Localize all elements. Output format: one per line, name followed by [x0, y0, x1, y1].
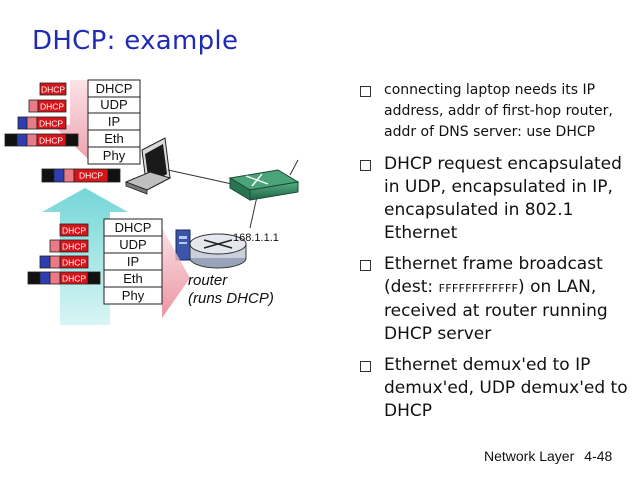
protocol-stack-top: DHCP UDP IP Eth Phy	[87, 79, 141, 165]
bullet-text-post: ) on LAN, received at router running DHC…	[384, 277, 608, 344]
bullet-text: DHCP request encapsulated in UDP, encaps…	[384, 154, 622, 243]
stack-top-phy: Phy	[103, 148, 126, 163]
wire-packet: DHCP	[41, 168, 121, 183]
router-sublabel: (runs DHCP)	[188, 290, 274, 307]
protocol-stack-bottom: DHCP UDP IP Eth Phy	[103, 218, 163, 305]
right-arrow-icon	[162, 228, 190, 318]
stack-bottom-phy: Phy	[122, 288, 145, 303]
footer-chapter: Network Layer	[484, 448, 575, 464]
pkt-top-3: DHCP	[39, 119, 63, 129]
stack-top-eth: Eth	[104, 131, 124, 146]
pkt-top-2: DHCP	[40, 102, 64, 112]
router-label: router	[188, 272, 228, 289]
pkt-bottom-4: DHCP	[62, 274, 86, 284]
laptop-icon	[124, 137, 172, 195]
pkt-bottom-3: DHCP	[62, 258, 86, 268]
footer-page-number: 4-48	[584, 448, 613, 464]
bullet-text: connecting laptop needs its IP address, …	[384, 82, 613, 140]
stack-bottom-ip: IP	[127, 254, 139, 269]
pkt-top-4: DHCP	[39, 136, 63, 146]
slide-title: DHCP: example	[32, 26, 239, 56]
stack-bottom-eth: Eth	[123, 271, 143, 286]
bullet-text-pre: Ethernet frame broadcast (dest:	[384, 254, 603, 297]
checkbox-bullet-icon	[360, 260, 371, 271]
pkt-bottom-1: DHCP	[62, 226, 86, 236]
checkbox-bullet-icon	[360, 160, 371, 171]
broadcast-address: FFFFFFFFFFFF	[438, 282, 519, 295]
checkbox-bullet-icon	[360, 86, 371, 97]
router-icon	[189, 233, 247, 269]
bullet-item: DHCP request encapsulated in UDP, encaps…	[356, 153, 636, 245]
pkt-wire: DHCP	[79, 171, 103, 181]
stack-top-udp: UDP	[100, 97, 127, 112]
pkt-bottom-2: DHCP	[62, 242, 86, 252]
bullet-text: Ethernet demux'ed to IP demux'ed, UDP de…	[384, 355, 628, 421]
stack-bottom-udp: UDP	[119, 237, 146, 252]
server-icon	[175, 229, 191, 261]
bullet-list: connecting laptop needs its IP address, …	[356, 80, 636, 423]
stack-bottom-dhcp: DHCP	[115, 220, 152, 235]
bullet-item: connecting laptop needs its IP address, …	[356, 80, 636, 143]
encapsulation-packets-top: DHCP DHCP DHCP DHCP	[4, 82, 79, 147]
checkbox-bullet-icon	[360, 361, 371, 372]
stack-top-ip: IP	[108, 114, 120, 129]
pkt-top-1: DHCP	[41, 85, 65, 95]
bullet-item: Ethernet frame broadcast (dest: FFFFFFFF…	[356, 253, 636, 346]
bullet-item: Ethernet demux'ed to IP demux'ed, UDP de…	[356, 354, 636, 423]
switch-icon	[228, 169, 300, 201]
slide-footer: Network Layer 4-48	[484, 448, 612, 464]
stack-top-dhcp: DHCP	[96, 81, 133, 96]
encapsulation-packets-bottom: DHCP DHCP DHCP DHCP	[27, 223, 101, 285]
router-ip-label: 168.1.1.1	[233, 232, 279, 244]
